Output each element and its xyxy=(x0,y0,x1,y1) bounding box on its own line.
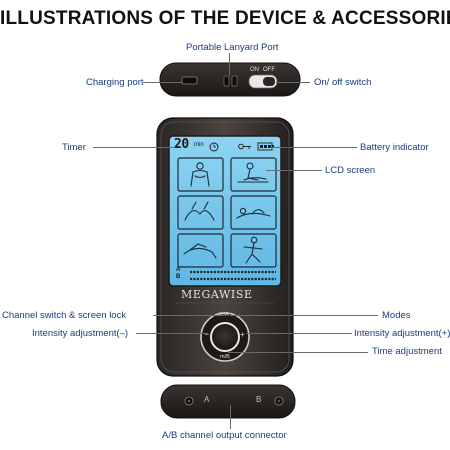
button-bottom-label[interactable]: m/B xyxy=(220,354,230,360)
brand-logo: MEGAWISE xyxy=(181,288,253,301)
label-channel-lock: Channel switch & screen lock xyxy=(2,310,127,321)
press-mode-icon xyxy=(183,247,217,259)
port-b-label: B xyxy=(256,395,262,404)
charging-leader xyxy=(143,82,183,83)
label-intensity-minus: Intensity adjustment(–) xyxy=(32,328,129,339)
intensity-minus-leader xyxy=(136,333,208,334)
label-time-adjust: Time adjustment xyxy=(372,346,442,357)
hand-mode-icon xyxy=(184,210,215,221)
charging-port-icon xyxy=(181,76,198,85)
main-device xyxy=(156,117,294,377)
label-timer: Timer xyxy=(62,142,86,153)
label-modes: Modes xyxy=(382,310,411,321)
label-lcd-screen: LCD screen xyxy=(325,165,376,176)
channel-a-label: A xyxy=(176,267,181,273)
lanyard-slot-icon xyxy=(223,75,230,87)
label-onoff-switch: On/ off switch xyxy=(314,77,372,88)
lanyard-leader xyxy=(229,53,230,75)
bottom-view-device xyxy=(160,384,296,419)
onoff-leader xyxy=(276,82,310,83)
timer-readout: 20 xyxy=(174,137,189,152)
modes-leader xyxy=(230,315,378,316)
channel-b-label: B xyxy=(176,274,181,280)
battery-leader xyxy=(270,147,357,148)
channel-lock-leader xyxy=(153,315,223,316)
label-output-connector: A/B channel output connector xyxy=(162,430,287,441)
mode-grid xyxy=(177,157,277,268)
page-title: ILLUSTRATIONS OF THE DEVICE & ACCESSORIE… xyxy=(0,8,450,29)
label-battery: Battery indicator xyxy=(360,142,429,153)
intensity-plus-leader xyxy=(246,333,352,334)
label-charging-port: Charging port xyxy=(86,77,144,88)
switch-off-text: OFF xyxy=(263,67,275,73)
button-top-label[interactable]: M/A xyxy=(219,312,229,318)
minus-button[interactable]: – xyxy=(205,331,209,338)
body-mode-icon xyxy=(196,162,204,170)
plus-button[interactable]: + xyxy=(240,330,245,339)
timer-leader xyxy=(93,147,175,148)
lcd-leader xyxy=(266,170,322,171)
top-view-device xyxy=(159,62,301,97)
timer-unit: min xyxy=(194,142,204,148)
clock-icon xyxy=(209,142,219,152)
center-button xyxy=(210,322,240,352)
label-intensity-plus: Intensity adjustment(+) xyxy=(354,328,450,339)
label-lanyard-port: Portable Lanyard Port xyxy=(186,42,279,53)
output-leader xyxy=(230,405,231,429)
switch-on-text: ON xyxy=(250,67,259,73)
time-adjust-leader xyxy=(228,352,368,353)
port-a-label: A xyxy=(204,395,210,404)
